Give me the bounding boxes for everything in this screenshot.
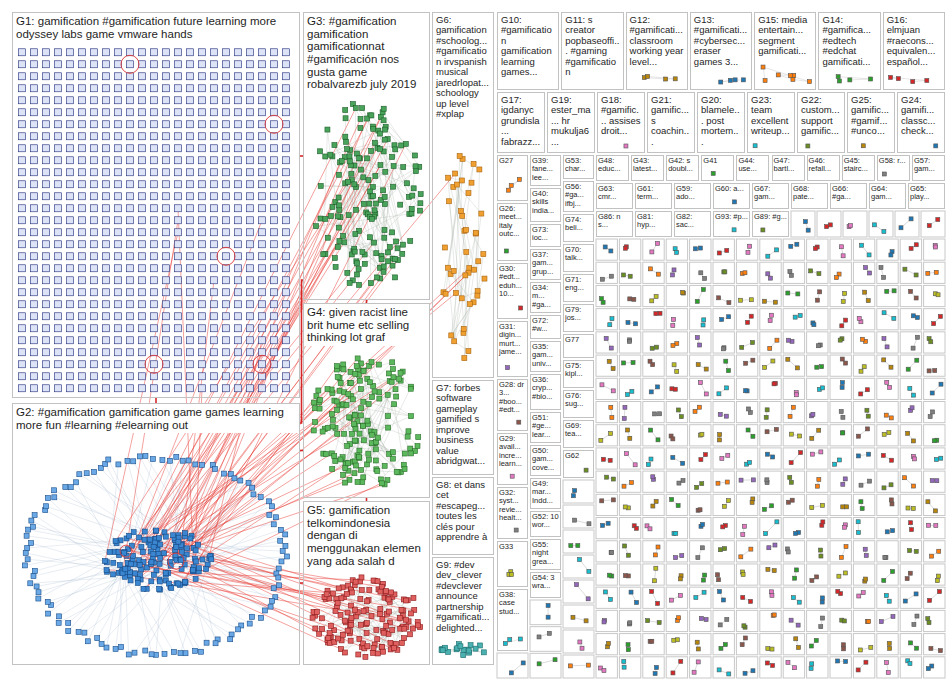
graph-canvas: G1: gamification #gamification future le… (0, 0, 950, 688)
